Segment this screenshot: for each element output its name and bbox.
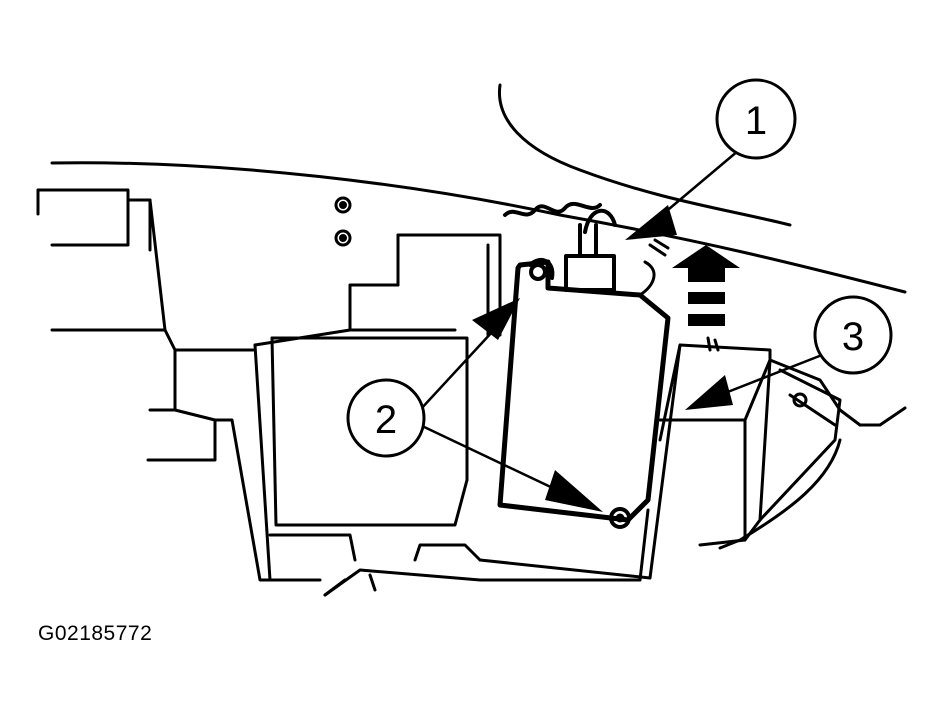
figure-id: G02185772 [38, 622, 153, 645]
callout-1: 1 [715, 78, 797, 160]
callout-3: 3 [813, 295, 893, 375]
callout-2: 2 [346, 378, 426, 458]
removal-arrow [672, 245, 740, 326]
callout-2-label: 2 [375, 398, 397, 442]
control-module [497, 201, 671, 529]
mounting-bracket [323, 336, 907, 597]
leader-lines [418, 143, 824, 512]
dashboard-outline [50, 83, 907, 294]
left-panel [36, 188, 322, 582]
callout-1-label: 1 [745, 99, 767, 143]
callout-3-label: 3 [842, 315, 864, 359]
